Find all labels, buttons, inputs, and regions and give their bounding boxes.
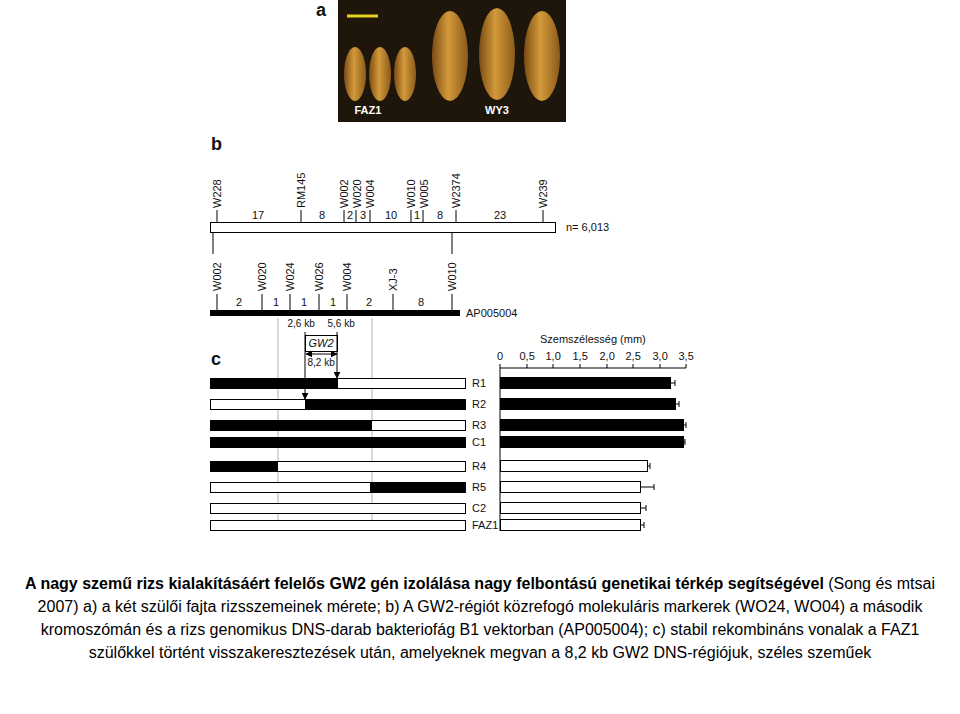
marker-name: W2374	[450, 173, 463, 208]
axis-tick-label: 0,5	[520, 350, 535, 363]
recombinant-count: 23	[494, 209, 506, 222]
axis-title: Szemszélesség (mm)	[540, 333, 646, 346]
marker-name: RM145	[295, 173, 308, 208]
marker-name: W004	[341, 262, 354, 291]
distance-label: 5,6 kb	[328, 318, 355, 330]
marker-name: W002	[211, 262, 224, 291]
line-name: C1	[472, 436, 486, 449]
distance-label: 8,2 kb	[308, 357, 335, 369]
line-name: R4	[472, 460, 486, 473]
recombinant-count: 8	[437, 209, 443, 222]
axis-tick-label: 2,0	[600, 350, 615, 363]
recombinant-count: 3	[360, 209, 366, 222]
axis-tick-label: 3,0	[653, 350, 668, 363]
marker-name: W020	[256, 262, 269, 291]
recombinant-count: 2	[236, 296, 242, 309]
marker-name: W010	[405, 179, 418, 208]
recombinant-count: 1	[273, 296, 279, 309]
recombinant-count: 8	[418, 296, 424, 309]
line-name: R2	[472, 398, 486, 411]
line-name: R5	[472, 481, 486, 494]
distance-label: 2,6 kb	[288, 318, 315, 330]
marker-name: W005	[418, 179, 431, 208]
panel-letter: b	[211, 134, 222, 155]
marker-name: W002	[338, 179, 351, 208]
recombinant-count: 8	[319, 209, 325, 222]
axis-tick-label: 0	[497, 350, 503, 363]
recombinant-count: 1	[414, 209, 420, 222]
recombinant-count: 2	[347, 209, 353, 222]
line-name: R1	[472, 377, 486, 390]
gene-name: GW2	[309, 337, 334, 350]
recombinant-count: 2	[366, 296, 372, 309]
axis-tick-label: 3,5	[679, 350, 694, 363]
recombinant-count: 1	[330, 296, 336, 309]
population-size: n= 6,013	[566, 221, 609, 234]
recombinant-count: 10	[385, 209, 397, 222]
recombinant-count: 1	[301, 296, 307, 309]
line-name: C2	[472, 502, 486, 515]
axis-tick-label: 1,0	[546, 350, 561, 363]
line-name: FAZ1	[472, 519, 498, 532]
panel-letter: a	[316, 0, 326, 21]
recombinant-count: 17	[252, 209, 264, 222]
axis-tick-label: 2,5	[626, 350, 641, 363]
clone-name: AP005004	[466, 307, 517, 320]
axis-tick-label: 1,5	[573, 350, 588, 363]
sample-label: FAZ1	[355, 104, 382, 117]
marker-name: W228	[211, 179, 224, 208]
sample-label: WY3	[485, 104, 509, 117]
marker-name: W010	[446, 262, 459, 291]
panel-letter: c	[211, 349, 221, 370]
marker-name: W026	[313, 262, 326, 291]
marker-name: W024	[284, 262, 297, 291]
figure-title: A nagy szemű rizs kialakításáért felelős…	[25, 575, 824, 592]
marker-name: W239	[537, 179, 550, 208]
line-name: R3	[472, 419, 486, 432]
marker-name: W020	[351, 179, 364, 208]
marker-name: XJ-3	[387, 268, 400, 291]
figure-caption-block: A nagy szemű rizs kialakításáért felelős…	[20, 572, 940, 664]
marker-name: W004	[364, 179, 377, 208]
